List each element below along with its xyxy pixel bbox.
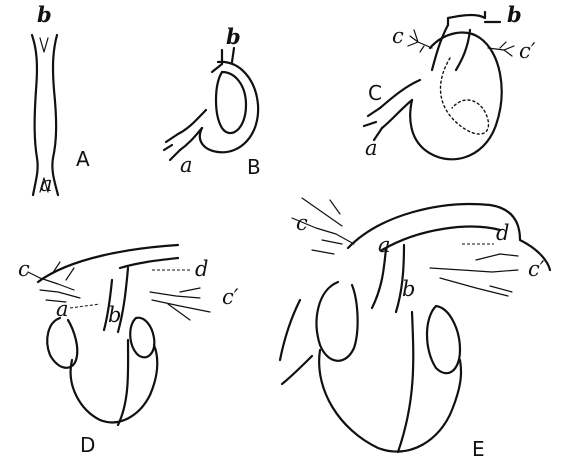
panel-d-septum: [118, 340, 128, 425]
panel-e-caption: E: [472, 437, 485, 461]
panel-c-branch-c: [408, 30, 432, 52]
panel-c-ventricle-outer: [410, 33, 501, 160]
panel-d-label-c: c: [18, 257, 30, 281]
panel-e-septum: [398, 312, 413, 452]
panel-b: b a B: [164, 24, 261, 179]
panel-e-branch-c-prime: [430, 254, 518, 296]
panel-b-loop-inner: [216, 72, 246, 133]
panel-e-label-c-prime: c′: [528, 257, 545, 281]
panel-b-label-b: b: [226, 24, 241, 49]
panel-a-tube-left-wall: [32, 35, 38, 195]
panel-a-label-a: a: [40, 172, 53, 196]
panel-a-top-inner: [40, 38, 48, 52]
panel-d-auricle-right: [130, 318, 154, 358]
panel-c-branch-c-prime: [488, 42, 514, 56]
panel-d-branch-c-prime: [150, 288, 210, 320]
panel-a-caption: A: [76, 147, 90, 171]
panel-d: c d a b c′ D: [18, 245, 239, 457]
panel-c-label-b: b: [507, 2, 522, 27]
panel-c-aortic-trunk: [448, 12, 500, 25]
panel-e-left-vessel: [280, 300, 312, 384]
panel-a-tube-right-wall: [52, 35, 58, 195]
panel-c-label-c: c: [392, 24, 404, 48]
panel-e-label-a: a: [378, 233, 391, 257]
panel-d-leader-a: [70, 304, 100, 308]
panel-c-caption: C: [368, 81, 382, 105]
panel-e-label-c: c: [296, 211, 308, 235]
panel-c-label-a: a: [365, 136, 378, 160]
panel-c: b c c′ a C: [364, 2, 536, 160]
panel-c-label-c-prime: c′: [519, 39, 536, 63]
panel-e-label-b: b: [402, 277, 415, 301]
panel-b-outflow-right: [232, 48, 234, 62]
panel-d-label-b: b: [108, 303, 121, 327]
panel-c-atrium: [380, 80, 420, 128]
panel-d-label-d: d: [195, 257, 208, 281]
panel-b-label-a: a: [180, 153, 193, 177]
panel-b-caption: B: [247, 155, 261, 179]
panel-b-loop-outer: [200, 62, 258, 152]
panel-e: c a d b c′ E: [280, 198, 550, 461]
panel-d-caption: D: [80, 433, 95, 457]
panel-e-ventricle: [319, 350, 461, 452]
panel-b-vein-a: [164, 134, 180, 160]
panel-e-auricle-left: [317, 282, 358, 361]
panel-d-label-c-prime: c′: [222, 285, 239, 309]
panel-e-aortic-arch-inner: [382, 227, 500, 250]
panel-a: b a A: [32, 2, 90, 196]
panel-d-label-a: a: [56, 297, 69, 321]
panel-d-branch-c: [28, 262, 80, 302]
panel-a-label-b: b: [37, 2, 52, 27]
panel-e-auricle-right: [427, 306, 460, 373]
panel-c-hidden-loop: [441, 58, 489, 134]
panel-e-label-d: d: [496, 221, 509, 245]
